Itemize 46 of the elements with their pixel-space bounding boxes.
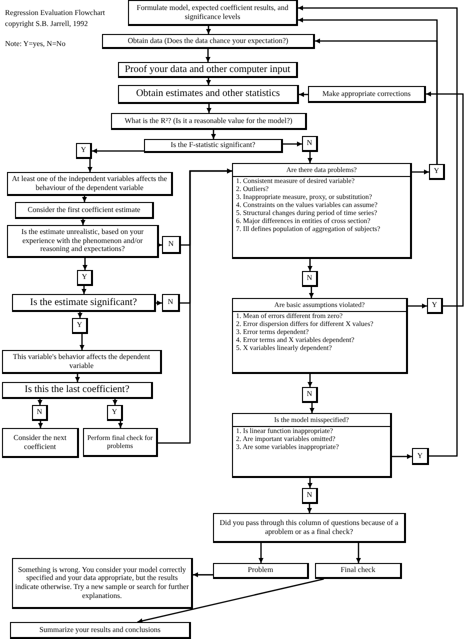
arrow [356,543,362,563]
question-box [232,163,412,259]
arrow [74,374,80,382]
arrow [80,219,86,225]
arrow [408,303,427,309]
arrow [299,92,308,98]
arrow [82,258,88,270]
arrow [206,26,212,34]
arrow [307,478,313,488]
arrow [258,543,264,563]
arrow [193,572,213,578]
arrow [309,403,315,413]
question-box [232,413,392,478]
arrow [37,399,43,405]
arrow [156,300,162,306]
arrow [206,78,212,85]
arrow [307,152,313,163]
arrow [112,399,118,405]
process-box: Is this the last coefficient? [2,382,153,399]
arrow [426,91,464,307]
arrow [210,130,216,139]
arrow [412,169,429,175]
process-box: Proof your data and other computer input [118,62,298,78]
arrow [158,168,232,444]
arrow [81,286,87,294]
arrow [82,196,88,202]
arrow [118,421,124,428]
arrow [77,312,83,318]
arrow [307,374,313,387]
arrow [79,334,85,350]
arrow [308,287,314,298]
arrow [298,5,458,457]
arrow [306,504,312,513]
arrow [87,159,93,172]
arrow [205,49,211,62]
arrow [307,259,313,271]
arrow [206,104,212,113]
arrow [392,454,412,460]
arrow [283,141,302,147]
process-box: Is the estimate significant? [12,294,156,312]
process-box: Obtain estimates and other statistics [118,85,299,104]
question-box [232,298,408,374]
arrow [137,578,324,624]
arrow [92,148,144,154]
arrow [315,38,438,164]
arrow [38,421,44,428]
